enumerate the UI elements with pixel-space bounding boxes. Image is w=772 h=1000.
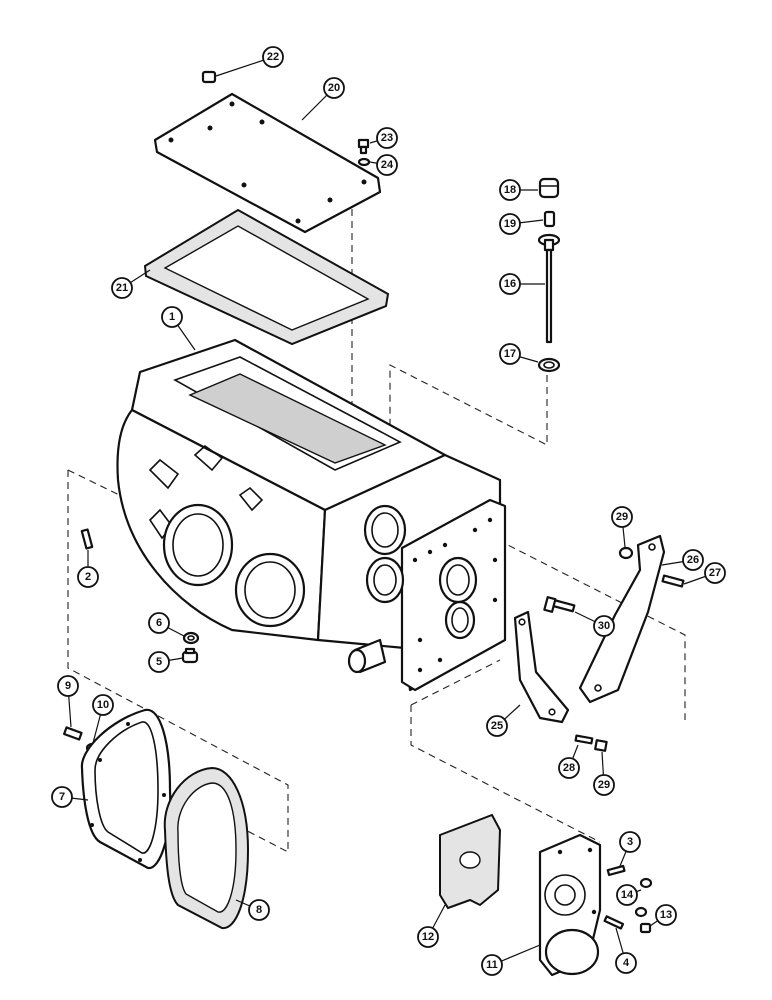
- callout-10: 10: [92, 694, 114, 716]
- svg-text:3: 3: [627, 836, 633, 848]
- callout-29-upper: 29: [611, 506, 633, 528]
- bolt-part-27: [661, 574, 685, 588]
- svg-text:23: 23: [381, 132, 393, 144]
- stud-part-28: [574, 734, 594, 745]
- callout-11: 11: [481, 954, 503, 976]
- svg-text:6: 6: [156, 617, 162, 629]
- callout-5: 5: [148, 651, 170, 673]
- spacer-part-19: [543, 210, 556, 228]
- svg-text:29: 29: [616, 511, 628, 523]
- svg-text:29: 29: [598, 779, 610, 791]
- svg-text:28: 28: [563, 762, 575, 774]
- svg-text:27: 27: [709, 567, 721, 579]
- callout-22: 22: [262, 46, 284, 68]
- assembly-guide-lines: [67, 185, 686, 853]
- svg-text:7: 7: [59, 791, 65, 803]
- callout-16: 16: [499, 273, 521, 295]
- callout-29-lower: 29: [593, 774, 615, 796]
- svg-text:2: 2: [85, 571, 91, 583]
- svg-text:9: 9: [65, 680, 71, 692]
- svg-text:1: 1: [169, 311, 175, 323]
- svg-text:8: 8: [256, 904, 262, 916]
- callout-layer: 22 20 23 24 21 18 19 16 17 1 2 29: [51, 46, 726, 976]
- seal-ring-part-6: [182, 631, 200, 645]
- dipstick-part-16: [537, 233, 561, 344]
- svg-text:19: 19: [504, 218, 516, 230]
- rear-gasket-part-12: [439, 813, 502, 910]
- stud-part-3: [606, 864, 626, 877]
- callout-24: 24: [376, 154, 398, 176]
- callout-9: 9: [57, 675, 79, 697]
- svg-text:21: 21: [116, 282, 128, 294]
- callout-18: 18: [499, 179, 521, 201]
- rear-cover-part-11: [538, 833, 602, 977]
- bracket-part-25: [513, 610, 570, 724]
- nut-part-13: [639, 922, 652, 934]
- svg-text:17: 17: [504, 348, 516, 360]
- svg-text:14: 14: [621, 889, 634, 901]
- callout-20: 20: [323, 77, 345, 99]
- svg-text:13: 13: [660, 909, 672, 921]
- drain-plug-part-5: [181, 647, 199, 664]
- nut-part-29-lower: [594, 739, 608, 752]
- svg-text:22: 22: [267, 51, 279, 63]
- stud-part-2: [80, 528, 94, 550]
- callout-19: 19: [499, 213, 521, 235]
- bolt-part-9: [63, 726, 83, 741]
- svg-text:20: 20: [328, 82, 340, 94]
- top-gasket-part-21: [143, 208, 390, 346]
- nut-part-29-upper: [618, 546, 634, 560]
- callout-12: 12: [417, 926, 439, 948]
- svg-text:4: 4: [623, 957, 630, 969]
- bolt-part-23: [357, 138, 370, 155]
- svg-text:30: 30: [598, 620, 610, 632]
- callout-28: 28: [558, 757, 580, 779]
- svg-text:16: 16: [504, 278, 516, 290]
- svg-text:10: 10: [97, 699, 109, 711]
- bolt-part-30: [543, 596, 576, 613]
- side-cover-part-7: [80, 708, 172, 870]
- callout-2: 2: [77, 566, 99, 588]
- washer-part-14: [634, 877, 653, 918]
- callout-14: 14: [616, 884, 638, 906]
- callout-27: 27: [704, 562, 726, 584]
- dipstick-cap-part-18: [538, 177, 560, 199]
- svg-text:11: 11: [486, 959, 498, 971]
- side-gasket-part-8: [163, 766, 250, 930]
- washer-part-24: [357, 157, 371, 167]
- svg-text:12: 12: [422, 931, 434, 943]
- transmission-housing-part-1: [116, 338, 507, 692]
- callout-8: 8: [248, 899, 270, 921]
- bracket-part-26: [578, 534, 666, 704]
- stud-part-4: [603, 915, 625, 930]
- callout-23: 23: [376, 127, 398, 149]
- svg-text:26: 26: [687, 554, 699, 566]
- svg-text:18: 18: [504, 184, 516, 196]
- callout-25: 25: [486, 715, 508, 737]
- callout-30: 30: [593, 615, 615, 637]
- callout-26: 26: [682, 549, 704, 571]
- svg-text:5: 5: [156, 656, 162, 668]
- plug-part-22: [201, 70, 217, 84]
- callout-1: 1: [161, 306, 183, 328]
- callout-6: 6: [148, 612, 170, 634]
- top-cover-plate-part-20: [153, 92, 382, 234]
- svg-text:25: 25: [491, 720, 503, 732]
- callout-21: 21: [111, 277, 133, 299]
- callout-7: 7: [51, 786, 73, 808]
- callout-4: 4: [615, 952, 637, 974]
- svg-text:24: 24: [381, 159, 394, 171]
- callout-17: 17: [499, 343, 521, 365]
- callout-13: 13: [655, 904, 677, 926]
- callout-3: 3: [619, 831, 641, 853]
- seal-ring-part-17: [537, 357, 561, 373]
